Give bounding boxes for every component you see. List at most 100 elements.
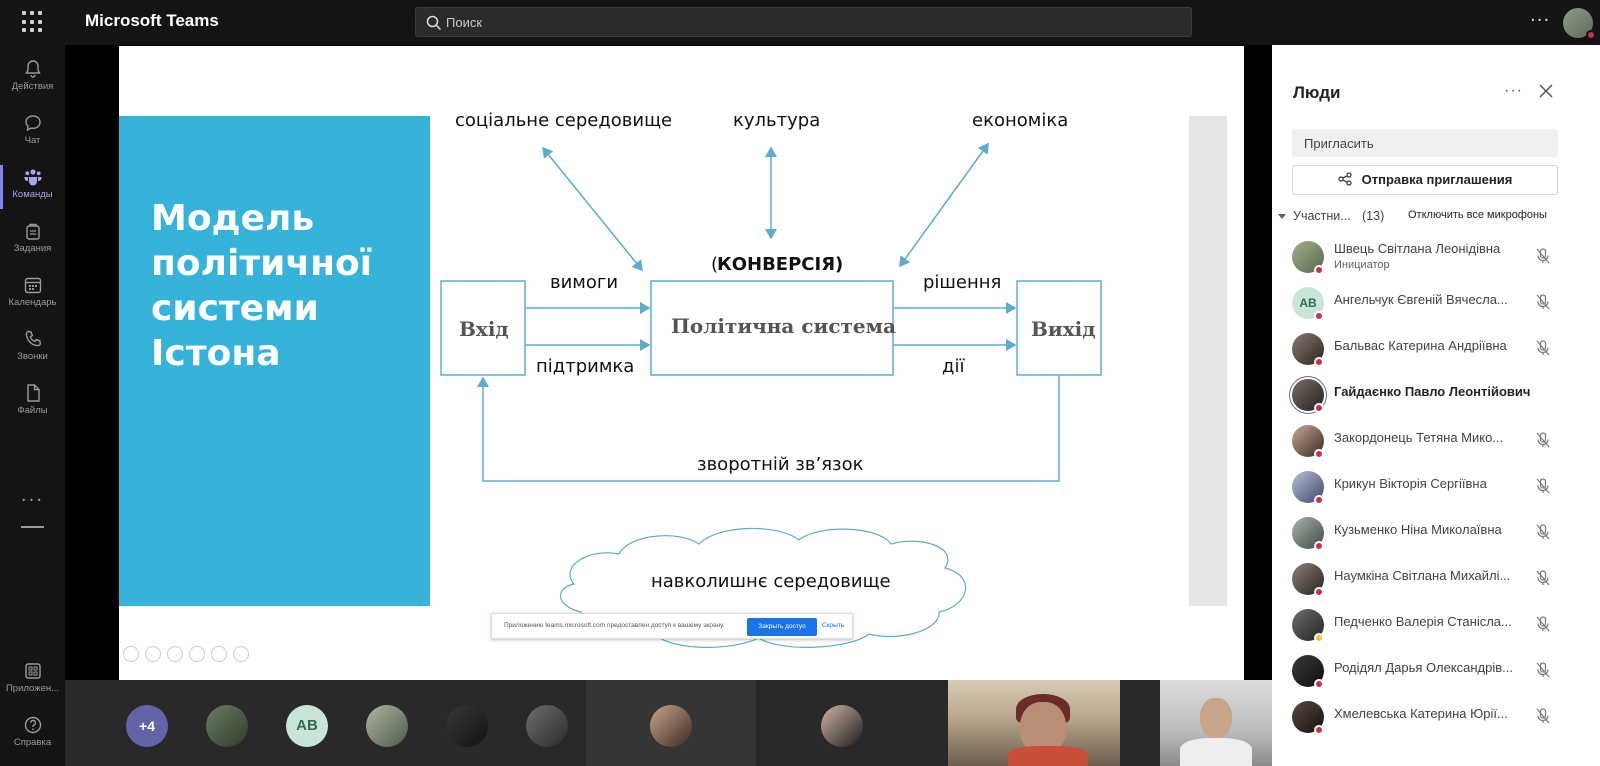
rail-label: Команды (12, 189, 53, 200)
mic-off-icon[interactable] (1534, 477, 1552, 495)
profile-avatar[interactable] (1563, 8, 1596, 40)
rail-label: Звонки (17, 351, 48, 362)
mic-off-icon[interactable] (1534, 431, 1552, 449)
app-title: Microsoft Teams (85, 11, 219, 30)
status-busy-icon (1314, 587, 1324, 597)
help-icon (24, 716, 41, 734)
participant-name: Хмелевська Катерина Юрії... (1334, 706, 1508, 721)
search-input[interactable] (446, 11, 1146, 33)
label-environment: навколишнє середовище (651, 571, 891, 592)
status-away-icon (1314, 633, 1324, 643)
stop-sharing-button[interactable]: Закрыть доступ (747, 618, 817, 636)
more-participants-button[interactable]: +4 (126, 705, 168, 747)
mic-off-icon[interactable] (1534, 523, 1552, 541)
calendar-icon (24, 277, 41, 294)
status-busy-icon (1314, 725, 1324, 735)
status-busy-icon (1314, 541, 1324, 551)
rail-more-icon[interactable]: ··· (20, 490, 45, 511)
participant-tile[interactable] (586, 680, 756, 766)
label-economy: економіка (972, 110, 1069, 131)
hide-notice-link[interactable]: Скрыть (822, 622, 845, 629)
participant-video[interactable] (948, 680, 1120, 766)
participant-name: Закордонець Тетяна Мико... (1334, 430, 1504, 445)
label-demands: вимоги (550, 272, 619, 293)
search-box[interactable] (415, 7, 1192, 37)
share-icon (1338, 172, 1352, 186)
apps-icon (24, 663, 41, 679)
participant-row[interactable]: Бальвас Катерина Андріївна (1272, 325, 1600, 371)
zoom-button[interactable] (211, 646, 227, 662)
invite-input[interactable] (1292, 129, 1558, 157)
status-busy-icon (1314, 357, 1324, 367)
participant-video[interactable] (1160, 680, 1272, 766)
rail-item-activity[interactable]: Действия (0, 53, 65, 105)
mic-off-icon[interactable] (1534, 247, 1552, 265)
participant-row[interactable]: Крикун Вікторія Сергіївна (1272, 463, 1600, 509)
status-busy-icon (1314, 265, 1324, 275)
slides-button[interactable] (189, 646, 205, 662)
participant-name: Наумкіна Світлана Михайлі... (1334, 568, 1511, 583)
mic-off-icon[interactable] (1534, 293, 1552, 311)
participant-row[interactable]: Гайдаєнко Павло Леонтійович (1272, 371, 1600, 417)
rail-divider (21, 526, 44, 528)
prev-slide-button[interactable] (123, 646, 139, 662)
participant-avatar (821, 705, 863, 747)
mute-all-button[interactable]: Отключить все микрофоны (1408, 209, 1547, 221)
rail-item-assignments[interactable]: Задания (0, 215, 65, 267)
participant-row[interactable]: Кузьменко Ніна Миколаївна (1272, 509, 1600, 555)
panel-title: Люди (1293, 83, 1341, 102)
panel-more-icon[interactable]: ··· (1504, 82, 1523, 99)
label-feedback: зворотній зв’язок (697, 454, 864, 475)
rail-item-calendar[interactable]: Календарь (0, 269, 65, 321)
rail-label: Справка (13, 737, 52, 748)
participant-row[interactable]: Хмелевська Катерина Юрії... (1272, 693, 1600, 739)
mic-off-icon[interactable] (1534, 569, 1552, 587)
label-support: підтримка (536, 356, 635, 377)
participant-row[interactable]: Родідял Дарья Олександрів... (1272, 647, 1600, 693)
mic-off-icon[interactable] (1534, 661, 1552, 679)
send-invite-button[interactable]: Отправка приглашения (1292, 165, 1558, 195)
title-bar: Microsoft Teams ··· (0, 0, 1600, 45)
mic-off-icon[interactable] (1534, 707, 1552, 725)
share-notice-text: Приложению teams.microsoft.com предостав… (504, 622, 725, 629)
screen-share-notice: Приложению teams.microsoft.com предостав… (491, 613, 853, 639)
participant-avatar[interactable]: AB (286, 705, 328, 747)
teams-icon (24, 169, 41, 186)
label-decisions: рішення (923, 272, 1002, 293)
next-slide-button[interactable] (145, 646, 161, 662)
participant-row[interactable]: AB Ангельчук Євгеній Вячесла... (1272, 279, 1600, 325)
video-face (1200, 698, 1232, 738)
participant-name: Ангельчук Євгеній Вячесла... (1334, 292, 1508, 307)
participant-count: (13) (1362, 209, 1385, 223)
pen-button[interactable] (167, 646, 183, 662)
app-launcher-icon[interactable] (22, 11, 44, 33)
label-culture: культура (733, 110, 821, 131)
participant-row[interactable]: Швець Світлана Леонідівна Инициатор (1272, 233, 1600, 279)
rail-item-apps[interactable]: Приложен... (0, 655, 65, 707)
close-icon[interactable] (1536, 81, 1556, 101)
mic-off-icon[interactable] (1534, 615, 1552, 633)
political-system-box (650, 280, 894, 376)
participant-avatar[interactable] (446, 705, 488, 747)
participant-avatar[interactable] (366, 705, 408, 747)
rail-item-teams[interactable]: Команды (0, 161, 65, 213)
more-options-icon[interactable]: ··· (1530, 10, 1551, 31)
status-busy-icon (1314, 449, 1324, 459)
rail-item-files[interactable]: Файлы (0, 377, 65, 429)
rail-item-chat[interactable]: Чат (0, 107, 65, 159)
participant-role: Инициатор (1334, 259, 1390, 271)
participant-avatar[interactable] (526, 705, 568, 747)
status-busy-icon (1586, 30, 1596, 40)
more-slide-button[interactable] (233, 646, 249, 662)
rail-item-help[interactable]: Справка (0, 709, 65, 761)
participant-name: Кузьменко Ніна Миколаївна (1334, 522, 1502, 537)
rail-label: Действия (11, 81, 54, 92)
participant-row[interactable]: Педченко Валерія Станісла... (1272, 601, 1600, 647)
participant-row[interactable]: Закордонець Тетяна Мико... (1272, 417, 1600, 463)
mic-off-icon[interactable] (1534, 339, 1552, 357)
participant-tile[interactable] (756, 680, 928, 766)
participant-row[interactable]: Наумкіна Світлана Михайлі... (1272, 555, 1600, 601)
rail-item-calls[interactable]: Звонки (0, 323, 65, 375)
participants-section-header[interactable]: Участни... (13) Отключить все микрофоны (1278, 209, 1558, 229)
participant-avatar[interactable] (206, 705, 248, 747)
